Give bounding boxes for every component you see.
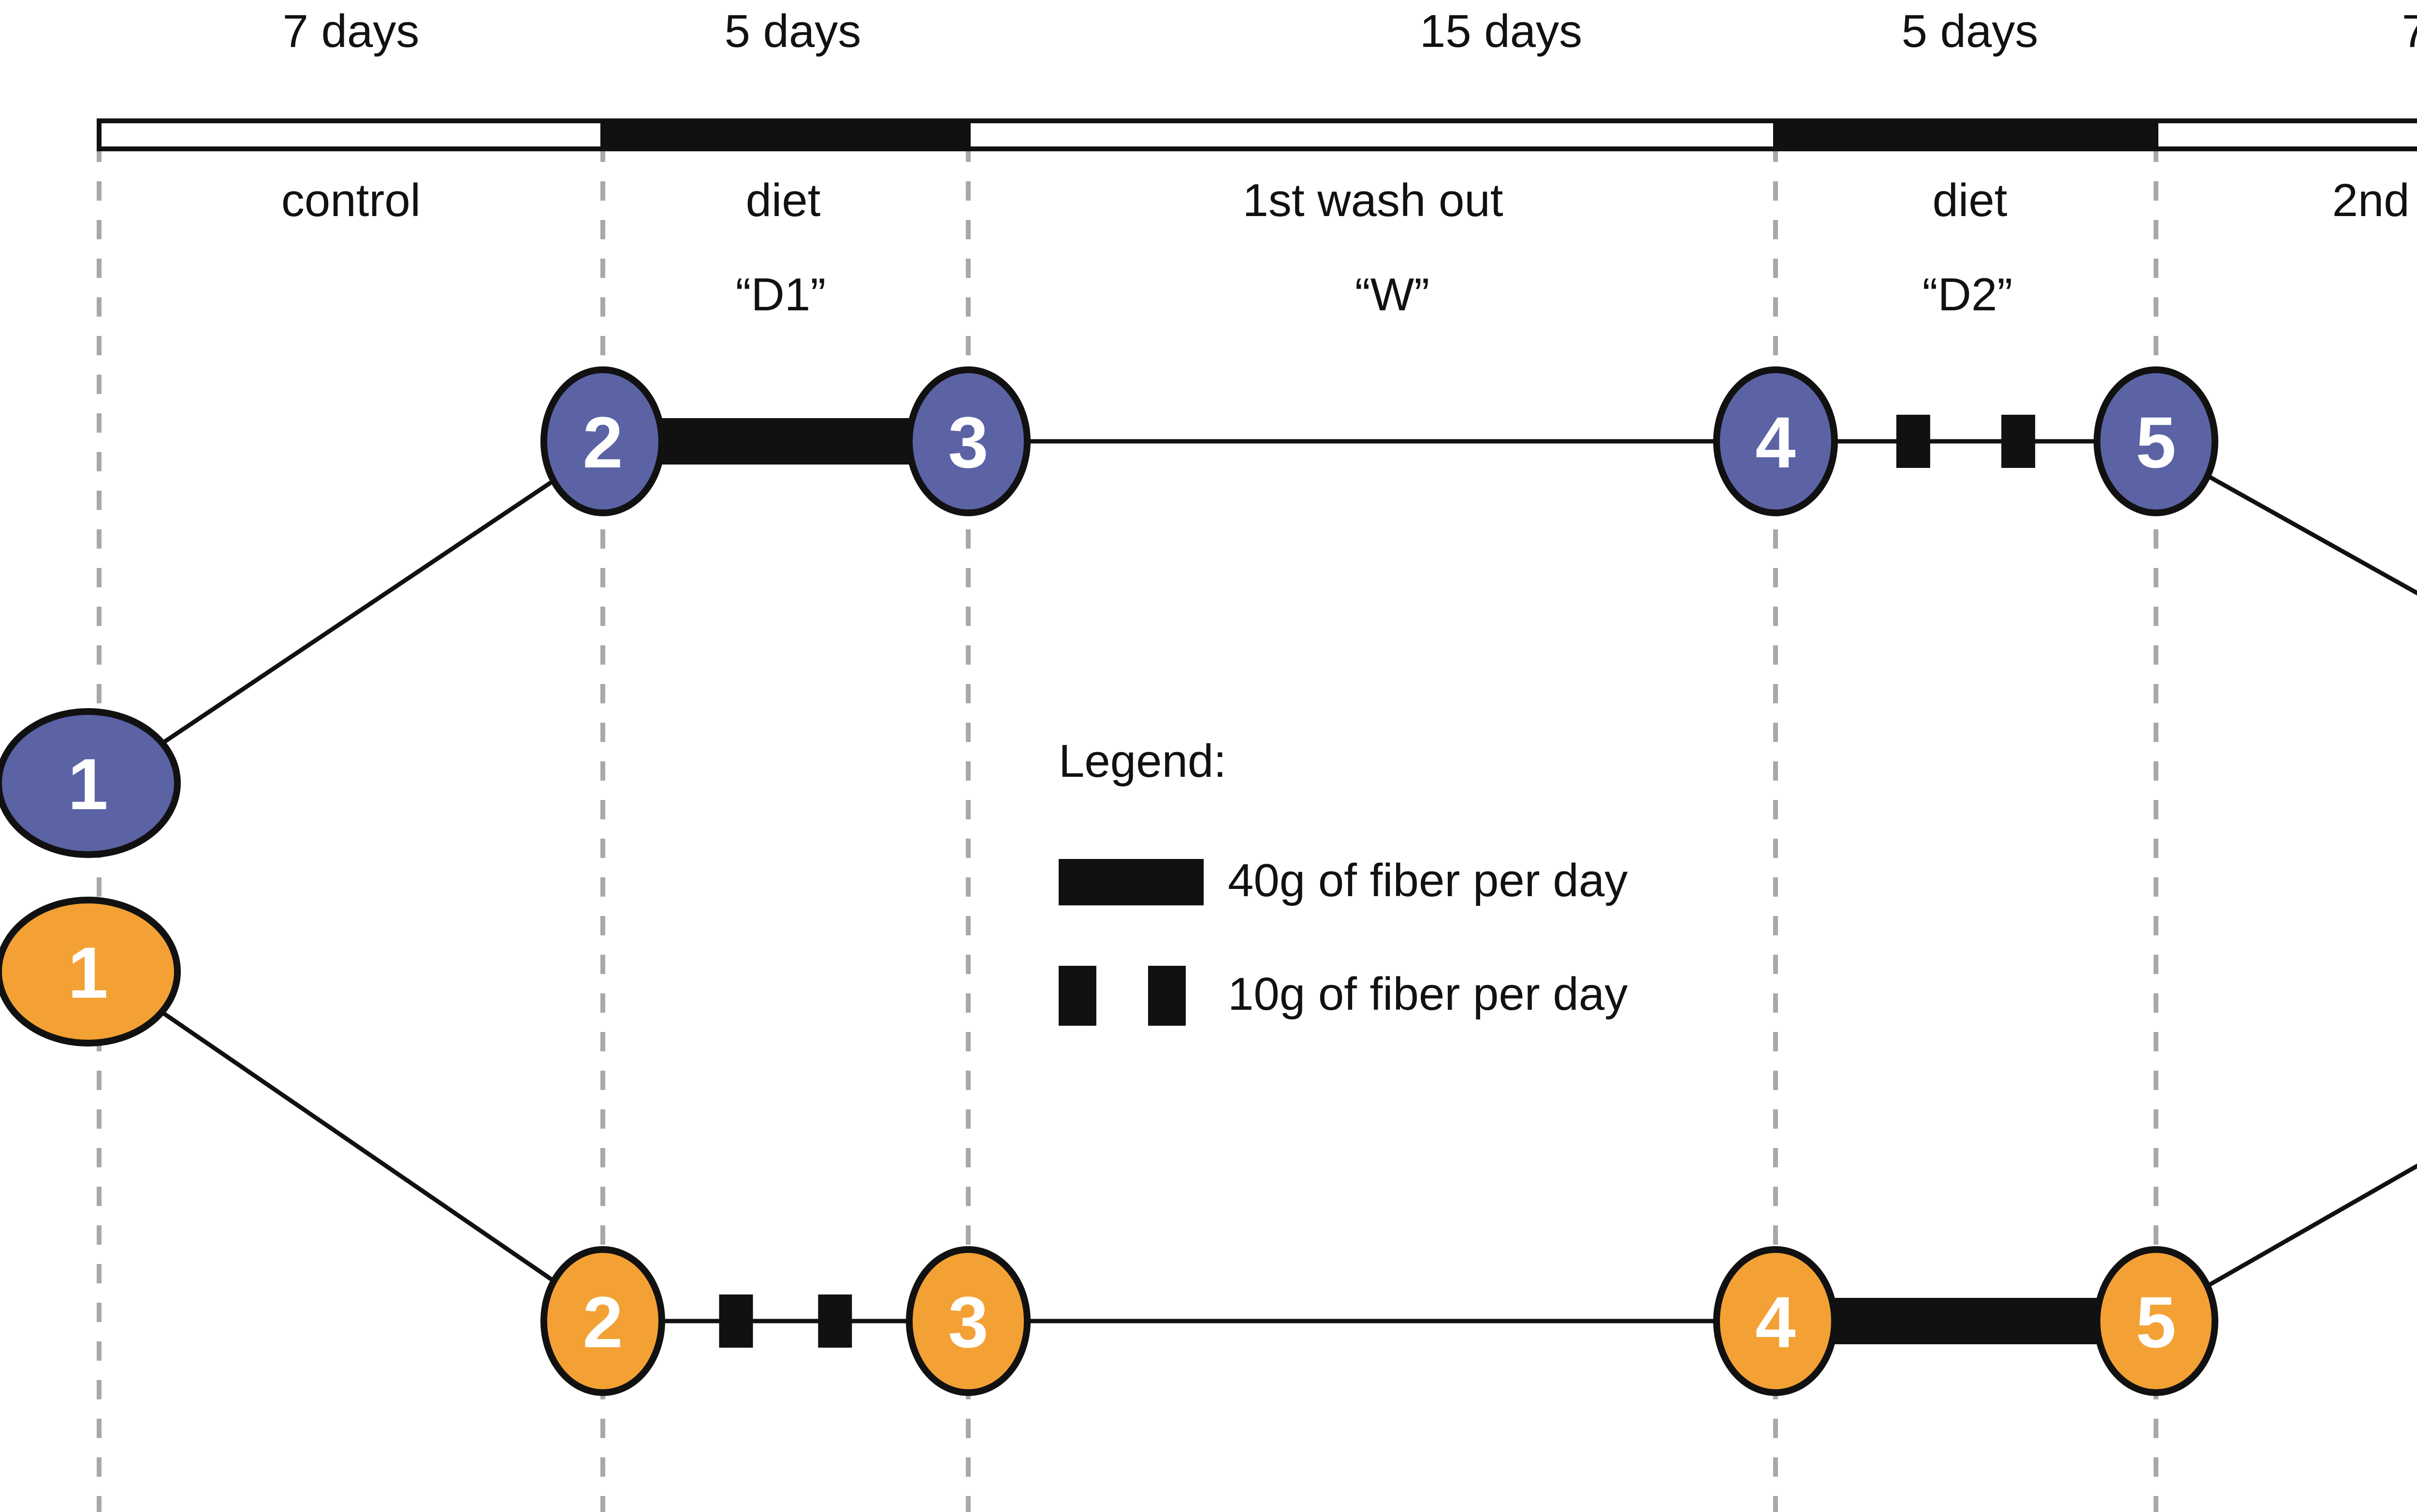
blue-arm-node-label-2: 2 <box>582 402 623 483</box>
blue-arm-node-1[interactable]: 1 <box>0 708 181 858</box>
orange-arm-node-label-3: 3 <box>948 1281 988 1363</box>
blue-arm-link-1-2 <box>158 477 557 747</box>
orange-arm-node-3[interactable]: 3 <box>906 1246 1031 1396</box>
blue-arm-node-label-5: 5 <box>2136 402 2176 483</box>
orange-arm-link-2-3-square-1 <box>818 1294 852 1348</box>
period-code-2: “D2” <box>1922 269 2013 320</box>
timeline-segment-1 <box>600 118 971 151</box>
blue-arm-node-shape-4[interactable] <box>1713 366 1838 516</box>
phase-label-2: 1st wash out <box>1242 174 1503 226</box>
orange-arm-link-4-5 <box>1833 1298 2099 1344</box>
legend-swatch-dash-2 <box>1148 966 1186 1026</box>
orange-arm-node-5[interactable]: 5 <box>2094 1246 2218 1396</box>
orange-arm-node-label-2: 2 <box>582 1281 623 1363</box>
orange-arm-link-5-6 <box>2204 1163 2417 1289</box>
blue-arm-node-shape-1[interactable] <box>0 708 181 858</box>
phase-label-4: 2nd wash out <box>2332 174 2417 226</box>
blue-arm-link-2-3 <box>660 418 911 465</box>
blue-arm-node-5[interactable]: 5 <box>2094 366 2218 516</box>
legend-swatch-dash-1 <box>1059 966 1096 1026</box>
orange-arm-link-1-2 <box>158 1008 557 1284</box>
phase-label-0: control <box>281 174 421 226</box>
blue-arm-node-shape-5[interactable] <box>2094 366 2218 516</box>
orange-arm-node-label-4: 4 <box>1755 1281 1795 1363</box>
orange-arm-node-shape-3[interactable] <box>906 1246 1031 1396</box>
blue-arm-link-4-5-square-1 <box>2001 415 2036 468</box>
orange-arm-node-label-5: 5 <box>2136 1281 2176 1363</box>
legend-title: Legend: <box>1059 735 1227 787</box>
blue-arm-link-4-5-square-0 <box>1896 415 1930 468</box>
orange-arm-node-shape-2[interactable] <box>540 1246 665 1396</box>
period-code-1: “W” <box>1354 269 1430 320</box>
legend-swatch-solid <box>1059 859 1204 905</box>
phase-label-3: diet <box>1932 174 2008 226</box>
duration-label-0: 7 days <box>282 5 420 57</box>
phase-label-1: diet <box>745 174 821 226</box>
blue-arm-node-2[interactable]: 2 <box>540 366 665 516</box>
blue-arm-node-label-3: 3 <box>948 402 988 483</box>
orange-arm-node-2[interactable]: 2 <box>540 1246 665 1396</box>
blue-arm-node-label-4: 4 <box>1755 402 1795 483</box>
period-code-0: “D1” <box>735 269 826 320</box>
blue-arm-node-3[interactable]: 3 <box>906 366 1031 516</box>
orange-arm-node-shape-1[interactable] <box>0 897 181 1047</box>
timeline-segment-0 <box>97 118 605 151</box>
blue-arm-link-5-6 <box>2204 472 2417 596</box>
duration-label-4: 7 days <box>2402 5 2417 57</box>
arm-links-group <box>158 415 2417 1348</box>
duration-label-2: 15 days <box>1419 5 1583 57</box>
orange-arm-node-shape-5[interactable] <box>2094 1246 2218 1396</box>
arm-nodes-group: 123456123456 <box>0 366 2218 1396</box>
orange-arm-node-4[interactable]: 4 <box>1713 1246 1838 1396</box>
blue-arm-node-shape-3[interactable] <box>906 366 1031 516</box>
timeline-segment-2 <box>966 118 1778 151</box>
orange-arm-node-1[interactable]: 1 <box>0 897 181 1047</box>
blue-arm-node-4[interactable]: 4 <box>1713 366 1838 516</box>
timeline-bar <box>97 118 2417 151</box>
blue-arm-node-shape-2[interactable] <box>540 366 665 516</box>
timeline-segment-4 <box>2154 118 2417 151</box>
orange-arm-node-shape-4[interactable] <box>1713 1246 1838 1396</box>
legend-item-label-1: 10g of fiber per day <box>1228 968 1628 1020</box>
orange-arm-node-label-1: 1 <box>68 932 108 1013</box>
orange-arm-link-2-3-square-0 <box>719 1294 753 1348</box>
duration-label-1: 5 days <box>724 5 861 57</box>
blue-arm-node-label-1: 1 <box>68 743 108 825</box>
legend-item-label-0: 40g of fiber per day <box>1228 855 1628 906</box>
timeline-segment-3 <box>1773 118 2158 151</box>
duration-label-3: 5 days <box>1901 5 2038 57</box>
legend-swatches-group <box>1059 859 1204 1026</box>
